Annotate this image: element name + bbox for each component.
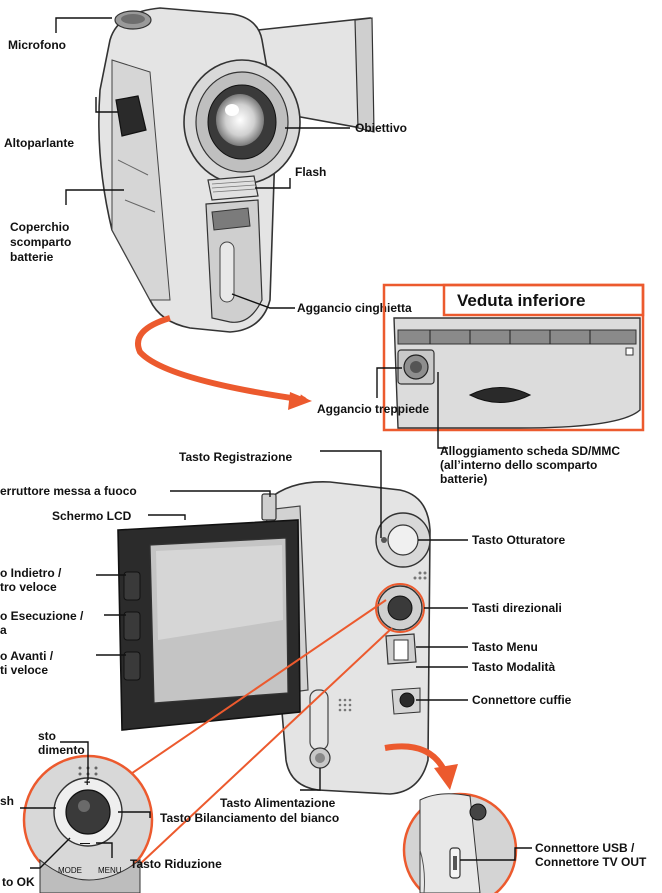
zoom-out-symbol: — [80,838,90,849]
label-coperchio-1: Coperchio [10,220,69,234]
bottom-view-inset [382,283,645,432]
label-usb-2: Connettore TV OUT [535,855,647,869]
fastforward-button[interactable] [123,651,141,681]
label-usb-1: Connettore USB / [535,841,635,855]
label-ingrandimento-1: sto [38,729,56,743]
label-avanti-1: o Avanti / [0,649,54,663]
play-button[interactable] [123,611,141,641]
label-riduzione: Tasto Riduzione [130,857,222,871]
label-avanti-2: ti veloce [0,663,48,677]
leader-treppiede [376,367,402,398]
label-aggancio-treppiede: Aggancio treppiede [317,402,429,416]
top-leader-lines [55,17,350,309]
strap-hook [219,241,235,303]
label-microfono: Microfono [8,38,66,52]
leader-sd [437,372,448,449]
label-ingrandimento-2: dimento [38,743,85,757]
label-direzionali: Tasti direzionali [472,601,562,615]
label-veduta-inferiore: Veduta inferiore [457,291,585,310]
shutter-button[interactable] [387,524,419,556]
joystick[interactable] [387,595,413,621]
arrow-to-connector [384,743,448,774]
label-aggancio-cinghietta: Aggancio cinghietta [297,301,412,315]
label-flash-tasto: sh [0,794,14,808]
rear-leader-lines [96,450,468,791]
label-interruttore: erruttore messa a fuoco [0,484,137,498]
record-button[interactable] [381,537,387,543]
camcorder-rear-view [117,481,431,795]
label-esecuzione-1: o Esecuzione / [0,609,84,623]
label-cuffie: Connettore cuffie [472,693,572,707]
battery-door-latch [468,387,532,403]
menu-text: MENU [98,866,122,875]
arrow-to-bottom-view [135,315,310,405]
label-altoparlante: Altoparlante [4,136,74,150]
rewind-button[interactable] [123,571,141,601]
label-ok: to OK [2,875,35,889]
label-indietro-1: o Indietro / [0,566,62,580]
label-modalita: Tasto Modalità [472,660,555,674]
mode-text: MODE [58,866,82,875]
arrow-head-bottom [434,764,458,790]
camcorder-front-view [98,7,375,333]
label-menu: Tasto Menu [472,640,538,654]
label-otturatore: Tasto Otturatore [472,533,565,547]
detail-leader-lines [20,741,151,869]
speaker [115,95,147,137]
label-esecuzione-2: a [0,623,7,637]
zoom-in-symbol: + [84,777,90,789]
connector-detail [402,792,518,893]
label-coperchio-2: scomparto [10,235,71,249]
arrow-head-top [288,392,312,410]
lens [216,94,264,146]
headphone-jack [399,692,415,708]
focus-switch[interactable] [261,493,277,521]
leader-usb [460,847,532,861]
ok-button[interactable] [65,789,111,835]
label-registrazione: Tasto Registrazione [179,450,292,464]
label-obiettivo: Obiettivo [355,121,407,135]
bottom-view-frame [382,283,645,432]
label-sd-3: batterie) [440,472,487,486]
label-bilanciamento: Tasto Bilanciamento del bianco [160,811,339,825]
label-sd-1: Alloggiamento scheda SD/MMC [440,444,620,458]
label-indietro-2: tro veloce [0,580,57,594]
label-schermo: Schermo LCD [52,509,132,523]
label-sd-2: (all’interno dello scomparto [440,458,597,472]
label-flash: Flash [295,165,326,179]
label-alimentazione: Tasto Alimentazione [220,796,336,810]
label-coperchio-3: batterie [10,250,54,264]
